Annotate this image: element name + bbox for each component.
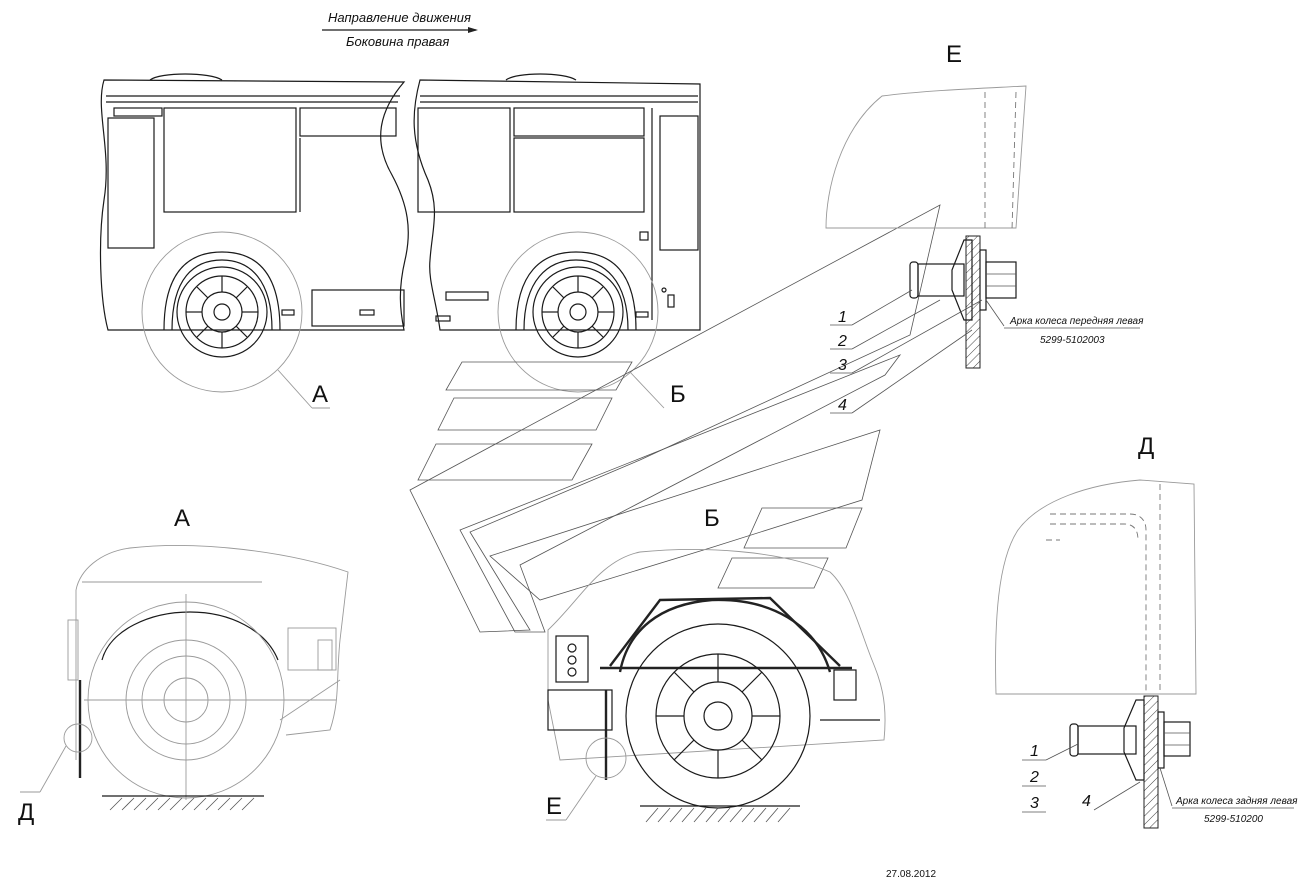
detail-b-wheel — [625, 623, 811, 809]
rear-callout-4: 4 — [1082, 793, 1091, 810]
front-arch-name: Арка колеса передняя левая — [1009, 316, 1144, 327]
bus-front-wheel — [532, 266, 624, 358]
view-label-d: Д — [1138, 433, 1154, 460]
drawing-date: 27.08.2012 — [886, 869, 936, 880]
detail-circle-d — [63, 723, 93, 753]
view-label-b-top: Б — [670, 381, 686, 408]
rear-bolt-assembly — [1069, 699, 1191, 781]
detail-d: Д 1 2 3 4 Арка кол — [995, 433, 1298, 829]
detail-e: Е 1 2 3 4 — [825, 41, 1144, 414]
front-callouts: 1 2 3 4 — [830, 289, 983, 414]
front-callout-3: 3 — [838, 357, 847, 374]
direction-label: Направление движения — [328, 10, 471, 25]
front-callout-4: 4 — [838, 397, 847, 414]
rear-arch-panel-section — [1143, 695, 1159, 829]
view-label-a: А — [174, 505, 190, 532]
view-label-e-top: Е — [946, 41, 962, 68]
rear-arch-name: Арка колеса задняя левая — [1175, 796, 1298, 807]
view-label-e-bottom: Е — [546, 793, 562, 820]
detail-a: А Д — [18, 505, 349, 826]
detail-circle-a — [141, 231, 303, 393]
view-label-a-top: А — [312, 381, 328, 408]
view-label-b: Б — [704, 505, 720, 532]
rear-arch-part-number: 5299-510200 — [1204, 814, 1263, 825]
front-bolt-assembly — [909, 239, 1017, 321]
rear-callouts: 1 2 3 4 — [1022, 743, 1141, 813]
rear-callout-1: 1 — [1030, 743, 1039, 760]
bus-rear-wheel — [176, 266, 268, 358]
front-callout-1: 1 — [838, 309, 847, 326]
direction-header: Направление движения Боковина правая — [322, 10, 478, 49]
detail-circle-b — [497, 231, 659, 393]
bus-front-section — [413, 73, 701, 409]
direction-arrow-head — [468, 27, 478, 33]
bus-rear-section — [99, 73, 409, 409]
rear-callout-2: 2 — [1029, 769, 1039, 786]
detail-b: Б Е — [546, 505, 886, 823]
side-label: Боковина правая — [346, 34, 449, 49]
rear-callout-3: 3 — [1030, 795, 1039, 812]
bus-side-view: А Б — [99, 73, 701, 409]
front-callout-2: 2 — [837, 333, 847, 350]
front-arch-part-number: 5299-5102003 — [1040, 335, 1105, 346]
arrow-decoration — [409, 204, 941, 633]
view-label-d-bottom: Д — [18, 799, 34, 826]
